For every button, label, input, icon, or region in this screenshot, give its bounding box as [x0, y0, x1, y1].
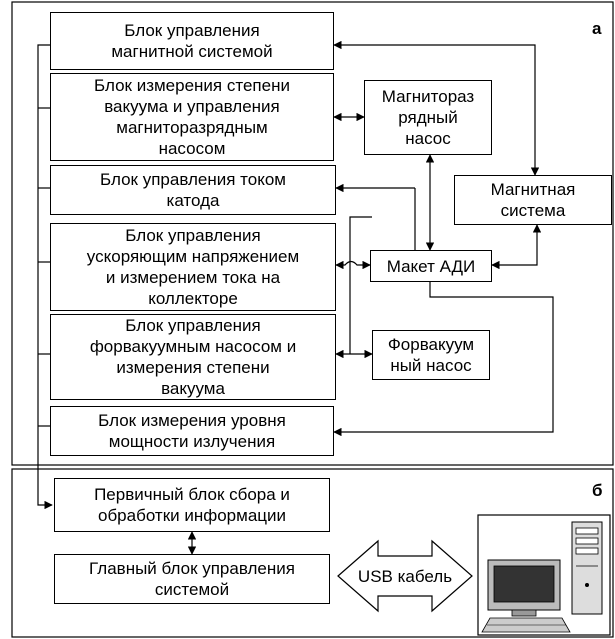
branch-line — [349, 216, 372, 354]
accel-adi-line — [335, 260, 371, 270]
panel-b-label: б — [592, 481, 603, 500]
vacuum-measurement-block: Блок измерения степени вакуума и управле… — [50, 73, 334, 161]
panel-a-frame — [11, 1, 614, 466]
usb-cable-label: USB кабель — [358, 567, 452, 586]
magnetic-system-block: Магнитная система — [454, 175, 612, 225]
left-bus-line — [37, 44, 53, 510]
main-control-unit-block: Главный блок управления системой — [54, 554, 330, 604]
magnetic-discharge-pump-block: Магнитораз рядный насос — [364, 80, 492, 155]
forevacuum-control-block: Блок управления форвакуумным насосом и и… — [50, 314, 336, 400]
computer-icon — [477, 514, 611, 636]
usb-double-arrow — [337, 539, 473, 613]
magsys-adi-line — [491, 224, 542, 270]
panel-b-frame — [11, 468, 614, 638]
panel-a-label: а — [592, 19, 602, 38]
magnet-control-block: Блок управления магнитной системой — [50, 12, 334, 70]
cathode-control-block: Блок управления током катода — [50, 165, 336, 215]
forevacuum-pump-block: Форвакуум ный насос — [372, 330, 490, 380]
adi-model-block: Макет АДИ — [370, 250, 492, 282]
magsys-to-magctrl-line — [333, 40, 540, 176]
power-measurement-block: Блок измерения уровня мощности излучения — [50, 406, 334, 456]
primary-unit-block: Первичный блок сбора и обработки информа… — [54, 478, 330, 532]
acceleration-control-block: Блок управления ускоряющим напряжением и… — [50, 223, 336, 311]
adi-to-power-line — [333, 282, 554, 437]
